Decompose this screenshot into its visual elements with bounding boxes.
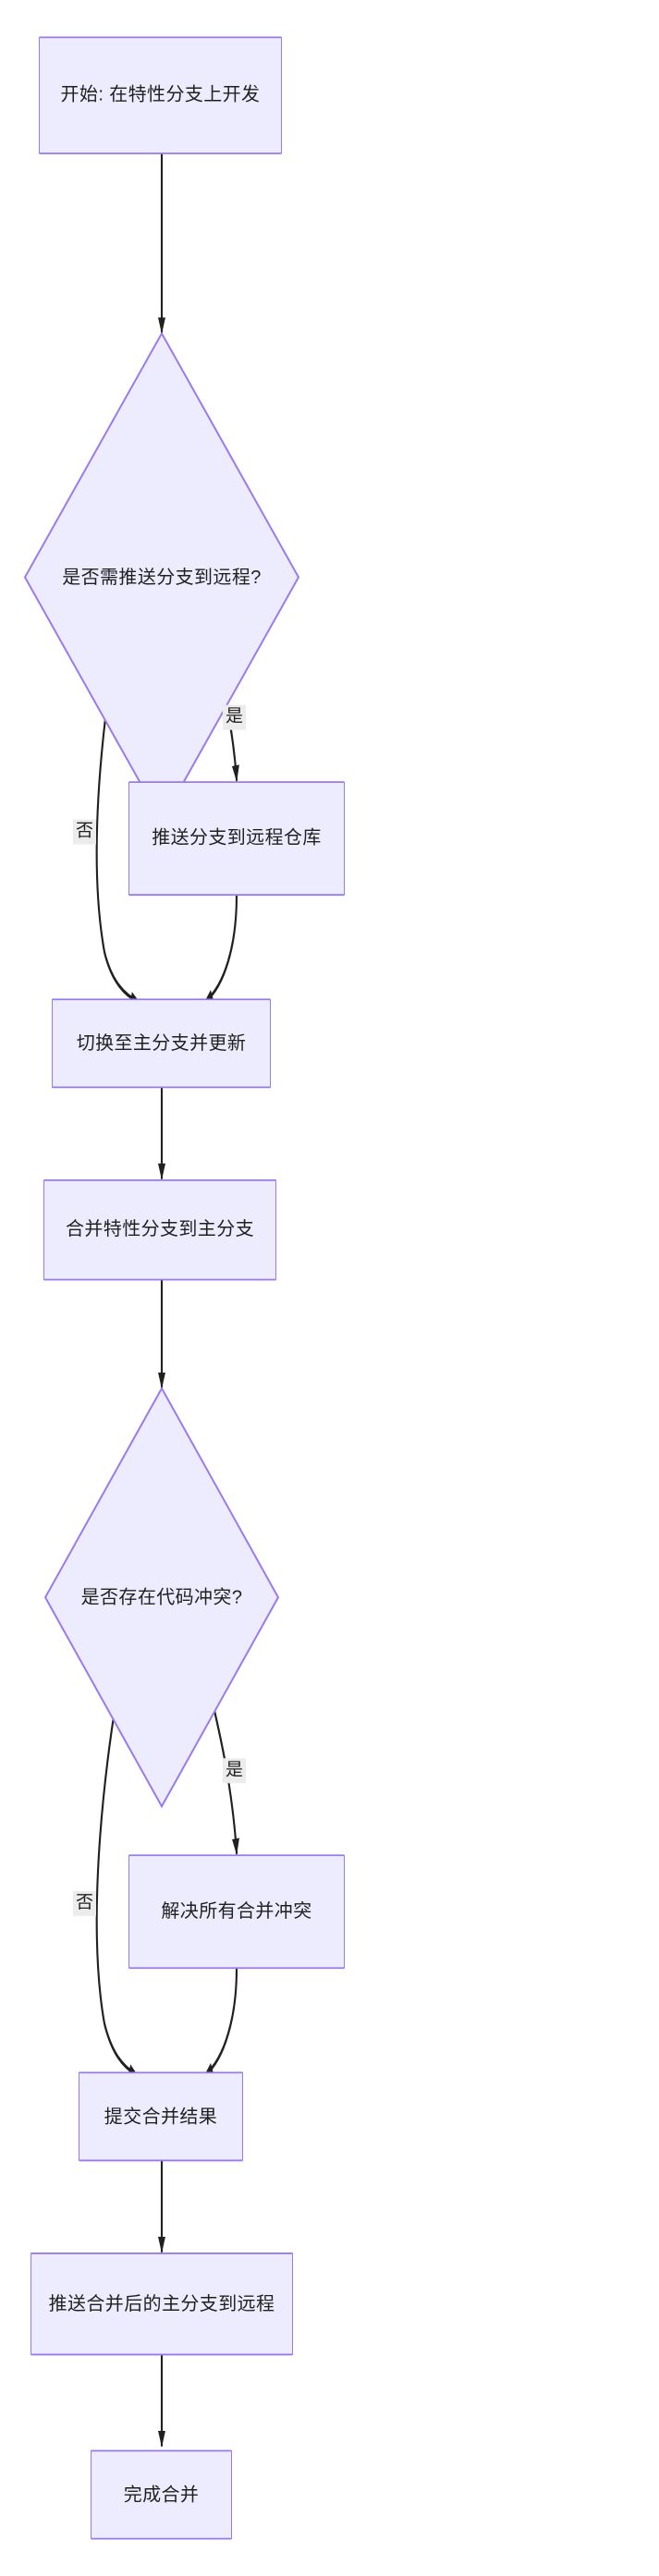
node-need-push[interactable]: 是否需推送分支到远程? — [24, 332, 299, 823]
node-need-push-label: 是否需推送分支到远程? — [62, 567, 262, 588]
node-has-conflict[interactable]: 是否存在代码冲突? — [44, 1386, 279, 1808]
node-checkout-main-label: 切换至主分支并更新 — [76, 1032, 247, 1054]
node-push-main[interactable]: 推送合并后的主分支到远程 — [31, 2252, 293, 2356]
node-has-conflict-shape — [44, 1386, 279, 1808]
node-commit-merge[interactable]: 提交合并结果 — [79, 2071, 243, 2162]
node-done[interactable]: 完成合并 — [91, 2449, 232, 2540]
edge-label-need-push-no: 否 — [73, 819, 97, 845]
edge-has-conflict-no-to-commit-merge — [97, 1632, 139, 2077]
edge-label-has-conflict-no-text: 否 — [76, 1892, 94, 1912]
edge-label-has-conflict-yes-text: 是 — [226, 1760, 244, 1780]
node-start[interactable]: 开始: 在特性分支上开发 — [39, 36, 282, 154]
node-push-branch-label: 推送分支到远程仓库 — [152, 827, 322, 848]
node-merge-feature[interactable]: 合并特性分支到主分支 — [43, 1178, 276, 1281]
node-checkout-main[interactable]: 切换至主分支并更新 — [52, 998, 271, 1089]
node-resolve-conflicts-label: 解决所有合并冲突 — [161, 1900, 312, 1922]
edge-label-need-push-yes-text: 是 — [226, 706, 244, 726]
node-need-push-text-wrap: 是否需推送分支到远程? — [24, 332, 299, 823]
edge-label-need-push-no-text: 否 — [76, 821, 94, 841]
node-push-main-label: 推送合并后的主分支到远程 — [48, 2293, 275, 2314]
edge-label-need-push-yes: 是 — [223, 704, 247, 730]
node-has-conflict-label: 是否存在代码冲突? — [80, 1586, 243, 1607]
node-push-branch[interactable]: 推送分支到远程仓库 — [128, 781, 345, 897]
node-start-label: 开始: 在特性分支上开发 — [60, 84, 261, 105]
edge-resolve-to-commit-merge — [203, 1969, 237, 2075]
edge-label-has-conflict-yes: 是 — [223, 1758, 247, 1784]
node-has-conflict-text-wrap: 是否存在代码冲突? — [44, 1386, 279, 1808]
node-resolve-conflicts[interactable]: 解决所有合并冲突 — [128, 1854, 345, 1970]
node-merge-feature-label: 合并特性分支到主分支 — [66, 1219, 254, 1240]
edge-label-has-conflict-no: 否 — [73, 1890, 97, 1916]
edge-push-branch-to-checkout-main — [203, 896, 237, 1002]
node-commit-merge-label: 提交合并结果 — [104, 2106, 218, 2127]
node-done-label: 完成合并 — [123, 2484, 200, 2505]
